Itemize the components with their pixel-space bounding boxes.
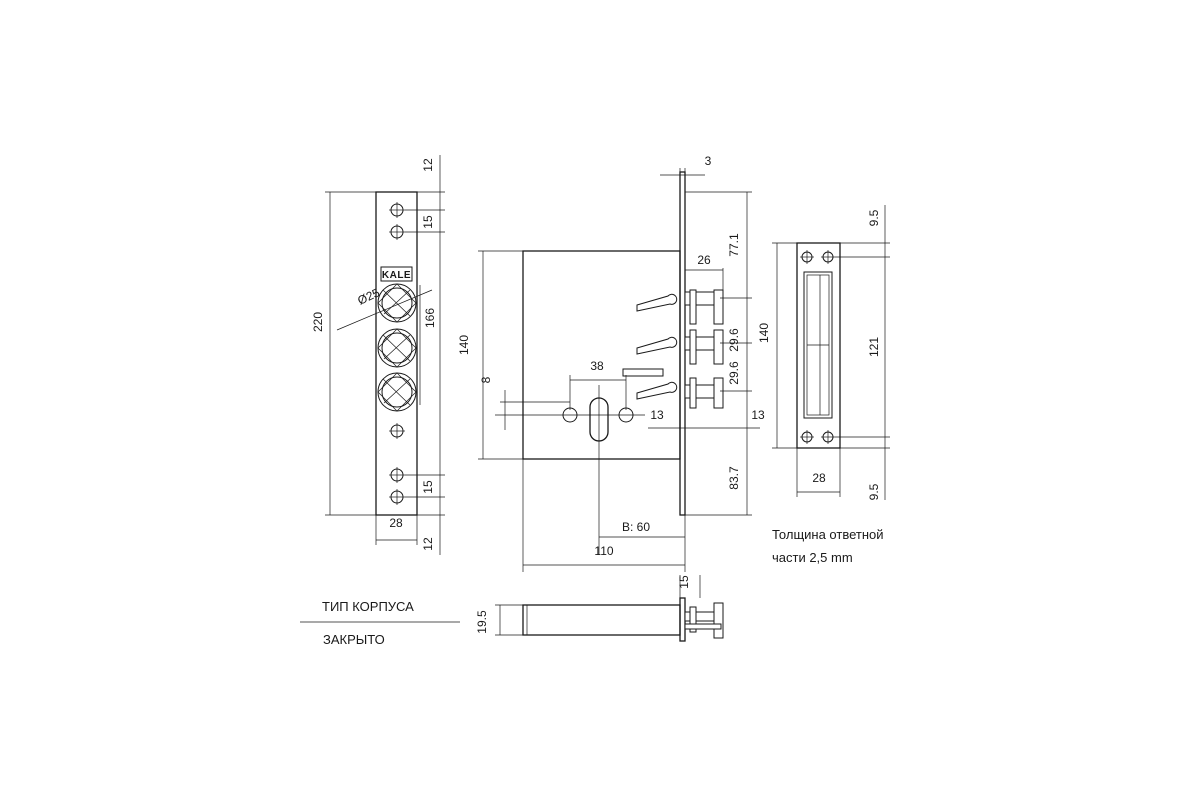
case-type-value: ЗАКРЫТО [323, 632, 385, 647]
dim-strike-bottom-offset: 9.5 [867, 483, 881, 500]
dim-side-plate-width: 15 [677, 575, 691, 589]
case-type-heading: ТИП КОРПУСА [322, 599, 414, 614]
dim-bolt-spacing-2: 29.6 [727, 361, 741, 385]
dim-side-body-thickness: 19.5 [475, 610, 489, 634]
strike-screw-hole [821, 430, 835, 444]
lock-top-view: 15 19.5 [475, 575, 724, 642]
dim-faceplate-bottom-hole-spacing: 15 [421, 480, 435, 494]
faceplate-screw-hole [389, 202, 405, 218]
bolt-cutout [377, 283, 417, 323]
strike-screw-hole [821, 250, 835, 264]
lock-faceplate-edge [679, 171, 686, 516]
faceplate-screw-hole [389, 423, 405, 439]
dim-bottom-to-bolt: 83.7 [727, 466, 741, 490]
strike-screw-hole [800, 250, 814, 264]
faceplate-screw-hole [389, 224, 405, 240]
deadbolt [636, 289, 724, 325]
bolt-cutout [377, 372, 417, 412]
strike-note-line2: части 2,5 mm [772, 550, 853, 565]
strike-plate-slot [803, 271, 833, 419]
dim-faceplate-width: 28 [389, 516, 403, 530]
faceplate-front-view: KALE Ø25 [311, 155, 445, 555]
case-type-label: ТИП КОРПУСА ЗАКРЫТО [300, 599, 460, 647]
latch-lever [622, 368, 664, 377]
dim-backset: B: 60 [622, 520, 650, 534]
dim-faceplate-height: 220 [311, 312, 325, 332]
dim-top-to-bolt: 77.1 [727, 233, 741, 257]
dim-bolt-throw: 26 [697, 253, 711, 267]
bolt-cutout [377, 328, 417, 368]
faceplate-outline [375, 191, 418, 516]
dim-cylinder-offset: 8 [479, 376, 493, 383]
dim-body-height: 140 [457, 335, 471, 355]
strike-plate: 9.5 121 9.5 28 Толщина ответной части 2,… [772, 205, 890, 565]
deadbolt [636, 377, 724, 409]
dim-cylinder-width: 38 [590, 359, 604, 373]
lock-body-side-view: 3 [457, 154, 771, 572]
strike-plate-outline [796, 242, 841, 449]
dim-faceplate-bottom-offset: 12 [421, 537, 435, 551]
dim-faceplate-top-offset: 12 [421, 158, 435, 172]
diameter-leader [336, 289, 433, 331]
dim-faceplate-top-hole-spacing: 15 [421, 215, 435, 229]
strike-screw-hole [800, 430, 814, 444]
dim-body-height-right: 140 [757, 323, 771, 343]
dim-body-depth: 110 [594, 544, 613, 558]
dim-cylinder-hole-1: 13 [650, 408, 664, 422]
kale-logo: KALE [380, 266, 413, 282]
kale-logo-text: KALE [382, 270, 411, 281]
dim-strike-hole-spacing: 121 [867, 337, 881, 357]
faceplate-screw-hole [389, 467, 405, 483]
strike-note-line1: Толщина ответной [772, 527, 884, 542]
dim-faceplate-cutout-span: 166 [423, 308, 437, 328]
dim-strike-top-offset: 9.5 [867, 209, 881, 226]
dim-bolt-spacing-1: 29.6 [727, 328, 741, 352]
dim-faceplate-thickness: 3 [705, 154, 712, 168]
dim-cylinder-hole-2: 13 [751, 408, 765, 422]
faceplate-screw-hole [389, 489, 405, 505]
top-view-body [522, 604, 681, 636]
dim-strike-width: 28 [812, 471, 826, 485]
deadbolt [636, 329, 724, 365]
